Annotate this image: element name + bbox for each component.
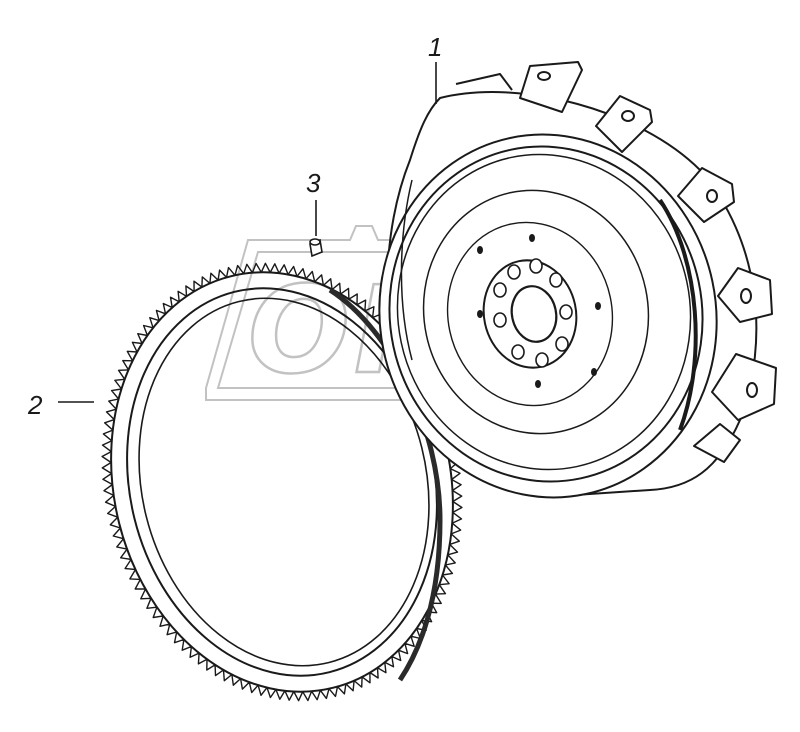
bolt-hole <box>477 310 483 318</box>
hub-bolt-hole <box>529 258 543 274</box>
mounting-tab <box>693 423 741 463</box>
bolt-hole <box>535 380 541 388</box>
hub-bolt-hole <box>493 312 507 328</box>
flywheel-mounting-tabs <box>455 61 777 463</box>
hub-bolt-hole <box>555 336 569 352</box>
callout-1: 1 <box>428 32 443 62</box>
hub-bolt-hole <box>559 304 573 320</box>
flywheel-friction-face <box>422 189 650 435</box>
mounting-tab <box>595 95 653 153</box>
tab-hole <box>706 189 718 203</box>
locating-pin <box>309 238 323 258</box>
ring-gear-teeth <box>101 262 463 702</box>
callout-3: 3 <box>306 168 321 198</box>
flywheel-rim-shading <box>658 198 698 431</box>
flywheel-face-ring <box>388 145 704 483</box>
flywheel-hub-bolt-holes <box>493 258 573 368</box>
pin-end <box>309 238 321 246</box>
flywheel-center-bore <box>510 285 558 343</box>
flywheel-face-ring-inner <box>396 153 692 471</box>
flywheel <box>378 61 777 499</box>
hub-bolt-hole <box>549 272 563 288</box>
rim-step <box>455 73 513 91</box>
ring-gear-bore <box>138 297 430 667</box>
tab-hole <box>746 382 758 398</box>
bolt-hole <box>595 302 601 310</box>
hub-bolt-hole <box>535 352 549 368</box>
callout-2: 2 <box>28 390 43 420</box>
bolt-hole <box>591 368 597 376</box>
tab-hole <box>537 71 551 81</box>
ring-gear-face-shading <box>328 287 443 682</box>
hub-bolt-hole <box>511 344 525 360</box>
leader-lines <box>58 62 437 403</box>
flywheel-outer-bolt-holes <box>477 234 601 388</box>
tab-hole <box>621 110 635 122</box>
hub-bolt-hole <box>493 282 507 298</box>
flywheel-rim-edge <box>400 179 413 361</box>
hub-bolt-hole <box>507 264 521 280</box>
mounting-tab <box>519 61 583 113</box>
mounting-tab <box>677 167 735 223</box>
bolt-hole <box>529 234 535 242</box>
bolt-hole <box>477 246 483 254</box>
tab-hole <box>740 288 752 304</box>
mounting-tab <box>711 353 777 421</box>
flywheel-hub-face <box>446 221 614 407</box>
